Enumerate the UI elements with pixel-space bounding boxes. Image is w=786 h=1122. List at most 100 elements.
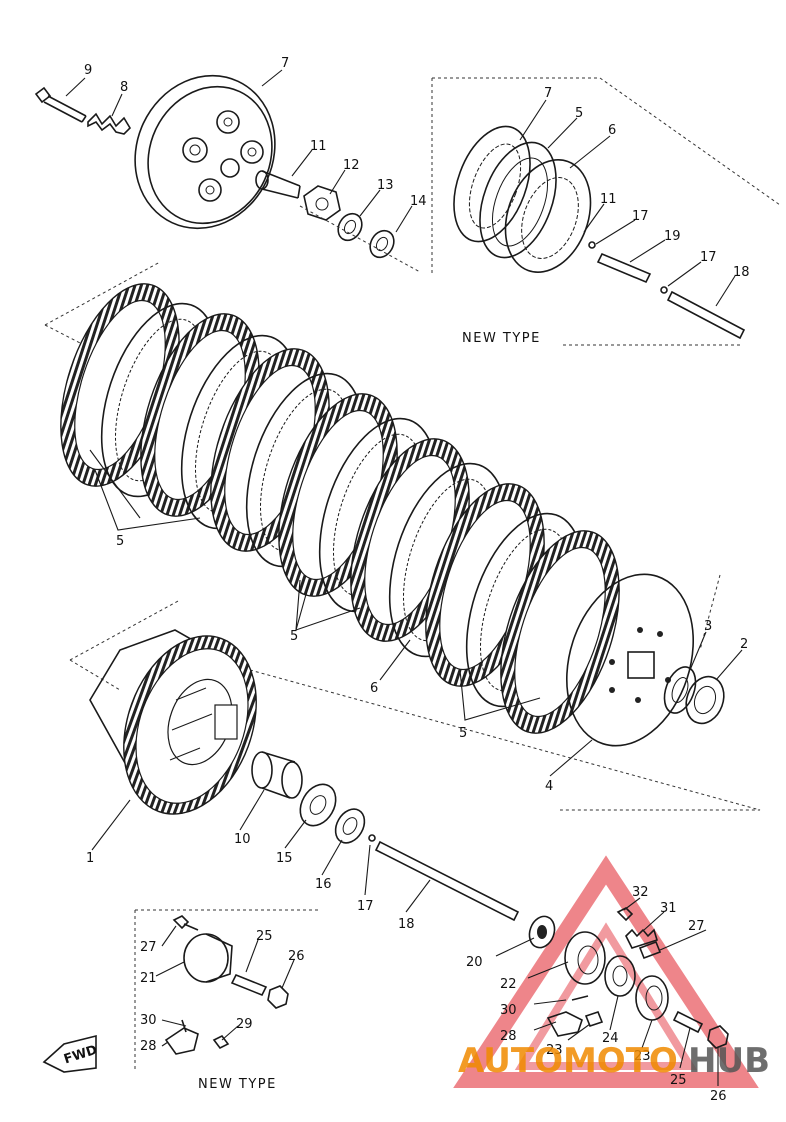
oil-seal-20 bbox=[528, 915, 556, 949]
callout-25-new: 25 bbox=[256, 929, 273, 944]
callout-30: 30 bbox=[500, 1003, 517, 1018]
ball-17-b bbox=[660, 286, 668, 294]
push-rod-11 bbox=[255, 170, 301, 199]
callout-30-new: 30 bbox=[140, 1013, 157, 1028]
washer-3 bbox=[663, 666, 697, 714]
callout-28-new: 28 bbox=[140, 1039, 157, 1054]
rod-18-top bbox=[666, 290, 746, 340]
callout-21: 21 bbox=[140, 971, 157, 986]
callout-labels: 9 8 7 11 12 13 14 7 5 6 11 17 19 17 18 N… bbox=[62, 56, 749, 1104]
callout-23: 23 bbox=[634, 1049, 651, 1064]
callout-5-c: 5 bbox=[459, 726, 467, 741]
pin-30 bbox=[571, 995, 589, 1001]
callout-25: 25 bbox=[670, 1073, 687, 1088]
callout-24: 24 bbox=[602, 1031, 619, 1046]
callout-26: 26 bbox=[710, 1089, 727, 1104]
pin-23-b bbox=[584, 1011, 604, 1027]
ball-17-a bbox=[588, 241, 596, 249]
callout-11: 11 bbox=[310, 139, 327, 154]
screw-27-a bbox=[172, 915, 199, 931]
callout-17-new-b: 17 bbox=[700, 250, 717, 265]
watermark-text-primary: AUTOMOTO bbox=[458, 1041, 678, 1081]
callout-27-new: 27 bbox=[140, 940, 157, 955]
adjuster-25-b bbox=[672, 1010, 704, 1034]
callout-1: 1 bbox=[86, 851, 94, 866]
callout-17: 17 bbox=[357, 899, 374, 914]
spring-31 bbox=[625, 928, 658, 949]
washer-16 bbox=[334, 808, 366, 844]
callout-23-b: 23 bbox=[546, 1043, 563, 1058]
callout-6: 6 bbox=[370, 681, 378, 696]
callout-10: 10 bbox=[234, 832, 251, 847]
screw-27-b bbox=[638, 940, 662, 960]
callout-22: 22 bbox=[500, 977, 517, 992]
new-plate-5 bbox=[479, 141, 557, 259]
washer-15 bbox=[299, 783, 337, 827]
nut-12 bbox=[303, 185, 341, 221]
watermark: AUTOMOTO HUB bbox=[458, 1041, 770, 1081]
locknut-26-b bbox=[707, 1025, 729, 1049]
callout-18: 18 bbox=[398, 917, 415, 932]
callout-13: 13 bbox=[377, 178, 394, 193]
new-type-bottom-group bbox=[42, 909, 320, 1073]
release-housing-21 bbox=[183, 933, 233, 983]
screw-29 bbox=[212, 1034, 230, 1050]
callout-18-new: 18 bbox=[733, 265, 750, 280]
spacer-10 bbox=[251, 751, 303, 799]
locknut-26-a bbox=[267, 985, 289, 1009]
callout-27: 27 bbox=[688, 919, 705, 934]
washer-14 bbox=[369, 229, 395, 259]
fwd-arrow bbox=[42, 1034, 97, 1073]
callout-11-new: 11 bbox=[600, 192, 617, 207]
callout-28: 28 bbox=[500, 1029, 517, 1044]
callout-14: 14 bbox=[410, 194, 427, 209]
callout-20: 20 bbox=[466, 955, 483, 970]
watermark-text-secondary: HUB bbox=[688, 1041, 770, 1081]
clutch-plate-stack bbox=[44, 261, 761, 811]
adjuster-25-a bbox=[230, 973, 268, 997]
callout-3: 3 bbox=[704, 619, 712, 634]
callout-7: 7 bbox=[281, 56, 289, 71]
callout-31: 31 bbox=[660, 901, 677, 916]
callout-5-b: 5 bbox=[290, 629, 298, 644]
push-rod-18 bbox=[374, 840, 520, 922]
callout-29: 29 bbox=[236, 1017, 253, 1032]
new-type-top-group bbox=[431, 77, 781, 346]
callout-32: 32 bbox=[632, 885, 649, 900]
spring-8 bbox=[87, 112, 132, 135]
bolt-9 bbox=[34, 86, 87, 123]
clutch-housing-group bbox=[69, 599, 520, 922]
watermark-triangle-icon bbox=[453, 855, 759, 1088]
callout-19: 19 bbox=[664, 229, 681, 244]
callout-12: 12 bbox=[343, 158, 360, 173]
clutch-housing-1 bbox=[89, 629, 257, 815]
friction-plate-7 bbox=[500, 530, 620, 734]
clutch-boss-4 bbox=[565, 573, 695, 747]
screw-32 bbox=[616, 907, 634, 922]
nut-2 bbox=[685, 675, 725, 725]
pressure-plate-7 bbox=[134, 74, 276, 230]
callout-7-new: 7 bbox=[544, 86, 552, 101]
callout-17-new-a: 17 bbox=[632, 209, 649, 224]
callout-8: 8 bbox=[120, 80, 128, 95]
ball-17-c bbox=[368, 834, 376, 842]
callout-9: 9 bbox=[84, 63, 92, 78]
callout-5-new: 5 bbox=[575, 106, 583, 121]
pressure-plate-group bbox=[34, 69, 421, 273]
cam-24 bbox=[604, 955, 636, 997]
callout-6-new: 6 bbox=[608, 123, 616, 138]
rod-19 bbox=[596, 252, 652, 284]
lever-28-b bbox=[546, 1011, 583, 1037]
callout-16: 16 bbox=[315, 877, 332, 892]
callout-2: 2 bbox=[740, 637, 748, 652]
new-type-label-top: NEW TYPE bbox=[462, 331, 541, 346]
callout-4: 4 bbox=[545, 779, 553, 794]
washer-13 bbox=[337, 212, 363, 242]
new-plate-7 bbox=[453, 125, 531, 243]
callout-5-a: 5 bbox=[116, 534, 124, 549]
release-mechanism-group bbox=[453, 855, 759, 1088]
fwd-label: FWD bbox=[62, 1043, 99, 1068]
new-type-label-bottom: NEW TYPE bbox=[198, 1077, 277, 1092]
release-housing-22 bbox=[564, 931, 606, 985]
